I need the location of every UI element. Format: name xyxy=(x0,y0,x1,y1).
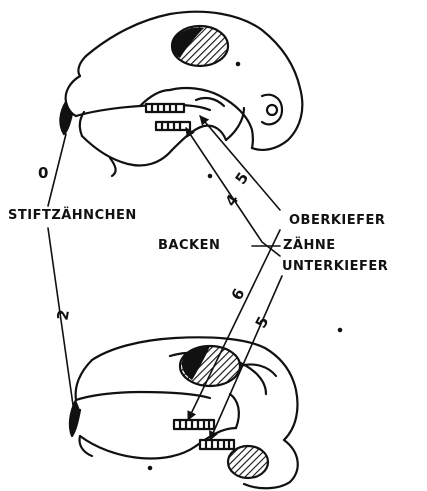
upper-unter-line xyxy=(186,128,280,256)
count-lower-unter: 5 xyxy=(252,313,273,331)
upper-ober-line xyxy=(200,116,280,210)
label-zaehne: ZÄHNE xyxy=(283,238,336,253)
label-oberkiefer: OBERKIEFER xyxy=(289,213,385,228)
count-lower-stift: 2 xyxy=(53,308,73,321)
label-stiftzaehnchen: STIFTZÄHNCHEN xyxy=(8,208,137,223)
stift-connector xyxy=(48,134,74,412)
label-unterkiefer: UNTERKIEFER xyxy=(282,259,388,274)
lower-ear-bulla xyxy=(228,446,268,478)
count-upper-ober: 5 xyxy=(232,169,253,188)
count-upper-stift: 0 xyxy=(38,164,48,182)
label-backen: BACKEN xyxy=(158,238,220,253)
